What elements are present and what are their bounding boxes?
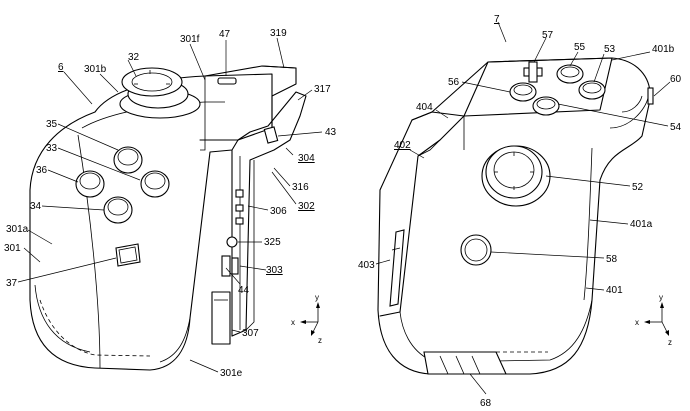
axis-z-right: z [668,338,672,347]
ref-44: 44 [238,285,250,296]
button-34 [103,196,133,224]
ref-307: 307 [242,328,259,339]
ref-319: 319 [270,28,287,39]
ref-403: 403 [358,260,375,271]
ref-401b: 401b [652,44,675,55]
ref-401: 401 [606,285,623,296]
latch-button [263,126,279,144]
ref-54: 54 [670,122,682,133]
axis-triad-right [644,302,669,336]
ref-52: 52 [632,182,644,193]
analog-stick [119,67,201,119]
rail-housing [204,65,297,129]
ref-325: 325 [264,237,281,248]
button-33 [140,170,170,198]
ref-68: 68 [480,398,492,409]
ref-33: 33 [46,143,58,154]
button-53 [578,80,606,100]
axis-triad-left [300,302,320,336]
ref-302: 302 [298,201,315,212]
minus-button [217,77,237,85]
ref-301e: 301e [220,368,243,379]
ref-36: 36 [36,165,48,176]
axis-x-left: x [291,318,295,327]
ref-34: 34 [30,201,42,212]
face-buttons-right [509,64,606,116]
ref-43: 43 [325,127,337,138]
axis-y-left: y [315,293,319,302]
ref-404: 404 [416,102,433,113]
ref-306: 306 [270,206,287,217]
ref-32: 32 [128,52,140,63]
ref-316: 316 [292,182,309,193]
button-56 [509,82,537,102]
fig-label-7: 7 [494,14,500,25]
ref-401a: 401a [630,219,653,230]
ref-402: 402 [394,140,411,151]
ref-304: 304 [298,153,315,164]
ref-47: 47 [219,29,231,40]
ref-57: 57 [542,30,554,41]
ref-301f: 301f [180,34,200,45]
ref-53: 53 [604,44,616,55]
right-controller [375,21,671,395]
button-54 [532,96,560,116]
fig-label-6: 6 [58,62,64,73]
ref-56: 56 [448,77,460,88]
button-36 [75,170,105,198]
axis-z-left: z [318,336,322,345]
slider-plate [231,91,307,337]
ref-301b: 301b [84,64,107,75]
button-35 [113,146,143,174]
side-button-60 [647,87,654,105]
ref-301: 301 [4,243,21,254]
ref-58: 58 [606,254,618,265]
plus-button [523,61,543,83]
button-55 [556,64,584,84]
ref-37: 37 [6,278,18,289]
button-deck [463,57,613,117]
ref-55: 55 [574,42,586,53]
face-buttons [75,146,170,224]
bottom-cap [423,351,507,375]
left-controller [17,37,323,373]
ref-60: 60 [670,74,682,85]
analog-stick-right [481,145,551,207]
axis-x-right: x [635,318,639,327]
ref-303: 303 [266,265,283,276]
ref-317: 317 [314,84,331,95]
ref-301a: 301a [6,224,29,235]
home-button [460,234,492,266]
ref-35: 35 [46,119,58,130]
axis-y-right: y [659,293,663,302]
right-controller-body [377,57,651,375]
